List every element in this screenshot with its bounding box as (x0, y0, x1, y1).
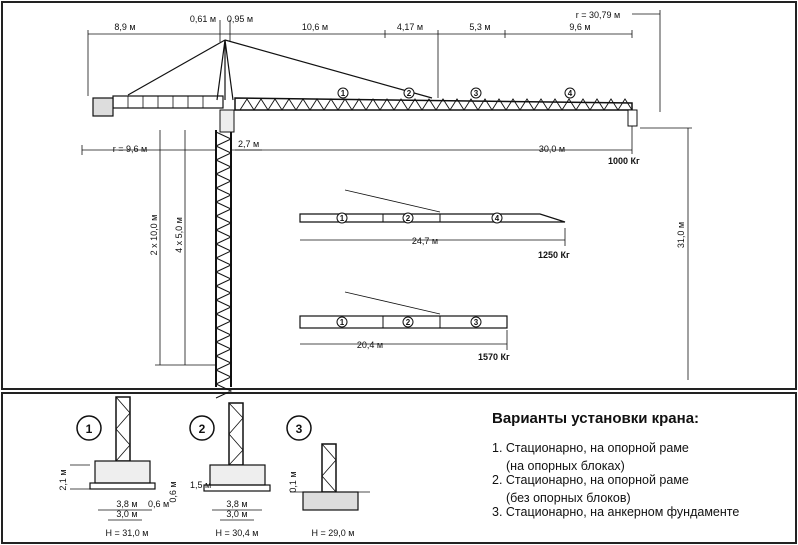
jib-section-3: 3 (474, 89, 479, 98)
variant-3-number: 3 (296, 422, 303, 436)
jib-sections: 1 2 3 4 (337, 87, 576, 99)
variant-2-dim-3-0: 3,0 м (226, 509, 247, 519)
variant-2-height: Н = 30,4 м (216, 528, 259, 538)
legend-item-1-sub: (на опорных блоках) (506, 459, 625, 473)
top-dimension-line (87, 10, 661, 112)
legend-item-1: 1. Стационарно, на опорной раме (492, 441, 689, 455)
dim-r-9-6: r = 9,6 м (113, 144, 147, 154)
legend-item-2: 2. Стационарно, на опорной раме (492, 473, 689, 487)
crane-tower (215, 109, 235, 399)
variant-1-dim-2-1: 2,1 м (58, 469, 68, 490)
tail-radius-line (81, 145, 216, 155)
alt1-section-4: 4 (495, 214, 500, 223)
variant-3-dim-0-1: 0,1 м (288, 471, 298, 492)
installation-legend: Варианты установки крана: 1. Стационарно… (492, 410, 792, 523)
dim-2-7: 2,7 м (238, 139, 259, 149)
dim-r-30-79: r = 30,79 м (576, 10, 620, 20)
variant-2 (189, 402, 271, 521)
variant-1-number: 1 (86, 422, 93, 436)
hook-block (627, 109, 638, 127)
dim-5-3: 5,3 м (469, 22, 490, 32)
reach-30-line (235, 126, 633, 154)
variant-1-dim-0-6b: 0,6 м (148, 499, 169, 509)
legend-title: Варианты установки крана: (492, 410, 700, 427)
variant-3-height: Н = 29,0 м (312, 528, 355, 538)
alt2-section-1: 1 (340, 318, 345, 327)
dim-24-7: 24,7 м (412, 236, 438, 246)
variant-1-dim-3-8: 3,8 м (116, 499, 137, 509)
dim-4-17: 4,17 м (397, 22, 423, 32)
counter-jib (92, 95, 224, 117)
height-31-line (640, 127, 692, 380)
legend-item-2-sub: (без опорных блоков) (506, 491, 631, 505)
variant-2-dim-1-5: 1,5 м (190, 480, 211, 490)
variant-3 (286, 415, 370, 511)
dim-8-9: 8,9 м (114, 22, 135, 32)
variant-2-dim-3-8: 3,8 м (226, 499, 247, 509)
dim-tower-4x5: 4 x 5,0 м (174, 217, 184, 253)
dim-0-61: 0,61 м (190, 14, 216, 24)
dim-20-4: 20,4 м (357, 340, 383, 350)
tower-apex (127, 39, 433, 101)
alt1-section-1: 1 (340, 214, 345, 223)
variant-1-dim-0-6: 0,6 м (168, 481, 178, 502)
alt2-section-2: 2 (406, 318, 411, 327)
dim-10-6: 10,6 м (302, 22, 328, 32)
dim-0-95: 0,95 м (227, 14, 253, 24)
jib-section-1: 1 (341, 89, 346, 98)
variant-2-number: 2 (199, 422, 206, 436)
counterweight (92, 97, 114, 117)
load-1250: 1250 Кг (538, 250, 570, 260)
jib-option-20-4 (299, 291, 508, 350)
jib-option-24-7 (299, 189, 566, 246)
variant-1-dim-3-0: 3,0 м (116, 509, 137, 519)
variant-1-height: Н = 31,0 м (106, 528, 149, 538)
upper-frame (1, 1, 797, 390)
dim-9-6: 9,6 м (569, 22, 590, 32)
legend-item-3: 3. Стационарно, на анкерном фундаменте (492, 505, 740, 519)
lower-frame (1, 392, 797, 544)
jib-section-4: 4 (568, 89, 573, 98)
jib-section-2: 2 (407, 89, 412, 98)
dim-31-0: 31,0 м (676, 222, 686, 248)
tower-height-lines (155, 130, 216, 366)
variant-1 (70, 396, 156, 521)
alt1-section-2: 2 (406, 214, 411, 223)
main-jib (234, 97, 638, 127)
dim-tower-2x10: 2 x 10,0 м (149, 215, 159, 256)
alt2-section-3: 3 (474, 318, 479, 327)
dim-30-0: 30,0 м (539, 144, 565, 154)
load-1000: 1000 Кг (608, 156, 640, 166)
load-1570: 1570 Кг (478, 352, 510, 362)
